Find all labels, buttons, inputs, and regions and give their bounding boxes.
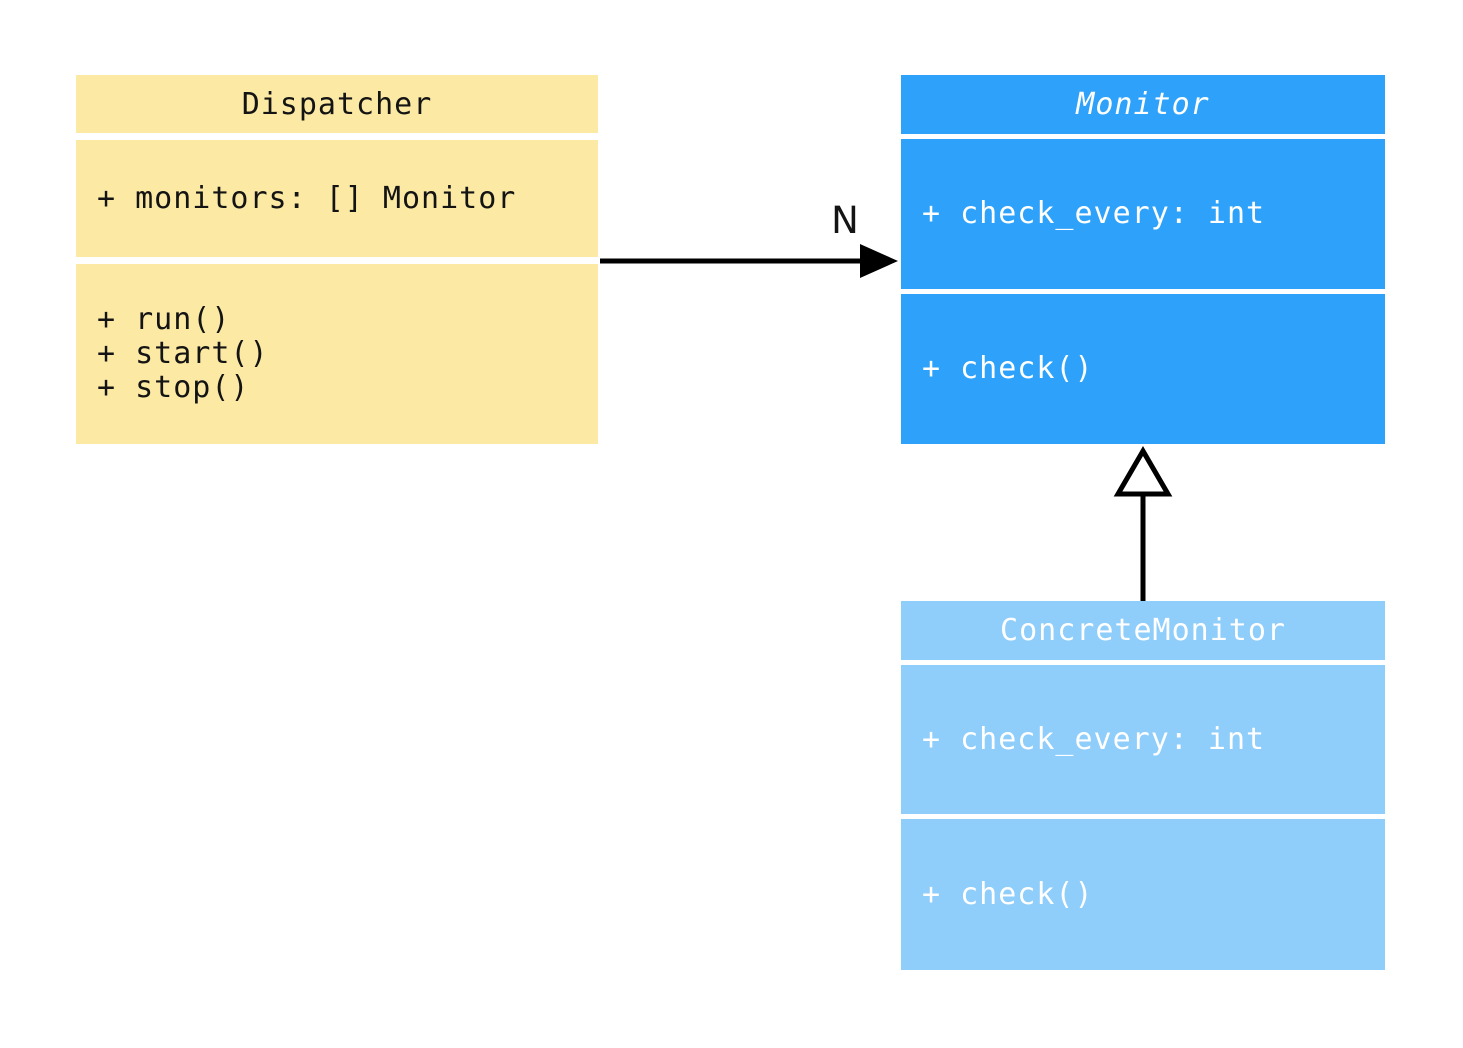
class-dispatcher: Dispatcher + monitors: [] Monitor + run(…	[76, 75, 598, 444]
attribute-line: + monitors: [] Monitor	[97, 180, 517, 216]
class-concrete-monitor: ConcreteMonitor + check_every: int + che…	[901, 601, 1385, 970]
attribute-line: + check_every: int	[922, 196, 1266, 231]
monitor-methods-section: + check()	[901, 294, 1385, 444]
generalization-triangle-icon	[1113, 446, 1173, 497]
association-arrowhead-icon	[860, 244, 898, 278]
attribute-line: + check_every: int	[922, 721, 1266, 757]
class-monitor: Monitor + check_every: int + check()	[901, 75, 1385, 444]
class-title-dispatcher: Dispatcher	[76, 75, 598, 133]
method-line: + start()	[97, 336, 269, 371]
dispatcher-attributes-section: + monitors: [] Monitor	[76, 140, 598, 257]
class-title-concrete-monitor: ConcreteMonitor	[901, 601, 1385, 660]
concrete-monitor-attributes-section: + check_every: int	[901, 665, 1385, 814]
association-multiplicity-label: N	[831, 199, 859, 242]
class-title-monitor: Monitor	[901, 75, 1385, 134]
association-arrow	[600, 244, 898, 278]
method-line: + run()	[97, 302, 231, 337]
method-line: + stop()	[97, 370, 250, 405]
monitor-attributes-section: + check_every: int	[901, 139, 1385, 289]
concrete-monitor-methods-section: + check()	[901, 819, 1385, 970]
method-line: + check()	[922, 876, 1094, 912]
method-line: + check()	[922, 351, 1094, 386]
dispatcher-methods-section: + run() + start() + stop()	[76, 264, 598, 444]
generalization-arrow	[1113, 446, 1173, 601]
